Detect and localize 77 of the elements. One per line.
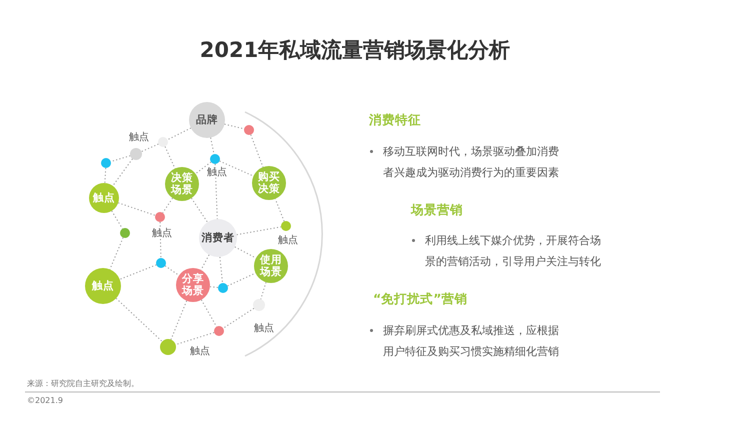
connector-line (109, 237, 124, 270)
connector-line (140, 144, 159, 152)
touchpoint-circle (85, 268, 121, 304)
scene-circle (252, 166, 286, 200)
connector-line (210, 137, 214, 155)
connector-line (175, 332, 215, 346)
connector-line (200, 254, 210, 270)
footer-note: ©2021.9 (27, 396, 63, 405)
section-heading: “免打扰式”营销 (373, 291, 468, 308)
scene-circle (176, 268, 210, 302)
bullet-text: 利用线上线下媒介优势，开展符合场景的营销活动，引导用户关注与转化 (425, 233, 602, 270)
footer-note: 来源：研究院自主研究及绘制。 (27, 378, 139, 389)
connector-line (219, 160, 254, 177)
connector-line (170, 300, 188, 340)
node-label: 触点 (91, 280, 115, 292)
dot (218, 283, 228, 293)
connector-line (160, 222, 162, 258)
dot (101, 158, 111, 168)
connector-line (209, 286, 219, 288)
brand-circle (189, 102, 225, 138)
section-heading: 场景营销 (411, 202, 463, 219)
scene-circle (165, 167, 199, 201)
connector-line (274, 198, 285, 222)
dot (155, 212, 165, 222)
touchpoint-label: 触点 (129, 130, 149, 144)
connector-line (250, 134, 264, 168)
node-label: 使用场景 (259, 254, 283, 278)
dot (156, 258, 166, 268)
connector-line (112, 158, 133, 186)
node-label: 消费者 (200, 232, 236, 244)
connector-line (200, 299, 218, 328)
dot (158, 137, 168, 147)
dot (210, 154, 220, 164)
bullet-text: 摒弃刷屏式优惠及私域推送，应根据用户特征及购买习惯实施精细化营销 (383, 323, 560, 360)
node-label: 品牌 (195, 114, 219, 126)
dot (160, 339, 176, 355)
connector-line (164, 146, 176, 169)
touchpoint-circle (89, 183, 119, 213)
dot (120, 228, 130, 238)
node-label: 分享场景 (181, 273, 205, 297)
dot (244, 125, 254, 135)
connector-line (260, 282, 266, 300)
connector-line (190, 198, 208, 223)
section-heading: 消费特征 (369, 112, 421, 129)
connector-line (234, 246, 256, 259)
connector-line (227, 272, 256, 286)
connector-line (118, 202, 156, 216)
connector-line (111, 210, 123, 230)
connector-line (162, 198, 174, 214)
page-title: 2021年私域流量营销场景化分析 (198, 37, 512, 64)
connector-line (116, 298, 163, 342)
connector-line (110, 155, 131, 162)
touchpoint-label: 触点 (278, 234, 298, 247)
connector-line (219, 256, 223, 284)
touchpoint-label: 触点 (254, 322, 274, 335)
connector-line (214, 164, 218, 220)
dot (214, 326, 224, 336)
node-label: 决策场景 (170, 172, 194, 196)
connector-line (236, 226, 282, 236)
connector-line (104, 168, 106, 184)
bullet-text: 移动互联网时代，场景驱动叠加消费者兴趣成为驱动消费行为的重要因素 (383, 144, 560, 181)
touchpoint-label: 触点 (190, 344, 210, 358)
connector-line (119, 264, 157, 280)
connector-line (222, 308, 254, 329)
node-label: 购买决策 (257, 171, 281, 195)
consumer-circle (199, 219, 237, 257)
touchpoint-label: 触点 (207, 166, 227, 179)
connector-line (195, 162, 212, 174)
dot (253, 299, 265, 311)
connector-line (224, 124, 245, 130)
touchpoint-label: 触点 (152, 226, 172, 240)
connector-line (166, 128, 192, 140)
node-label: 触点 (92, 192, 116, 204)
connector-line (164, 265, 180, 276)
dot (281, 221, 291, 231)
scene-circle (254, 249, 288, 283)
dot (130, 148, 142, 160)
